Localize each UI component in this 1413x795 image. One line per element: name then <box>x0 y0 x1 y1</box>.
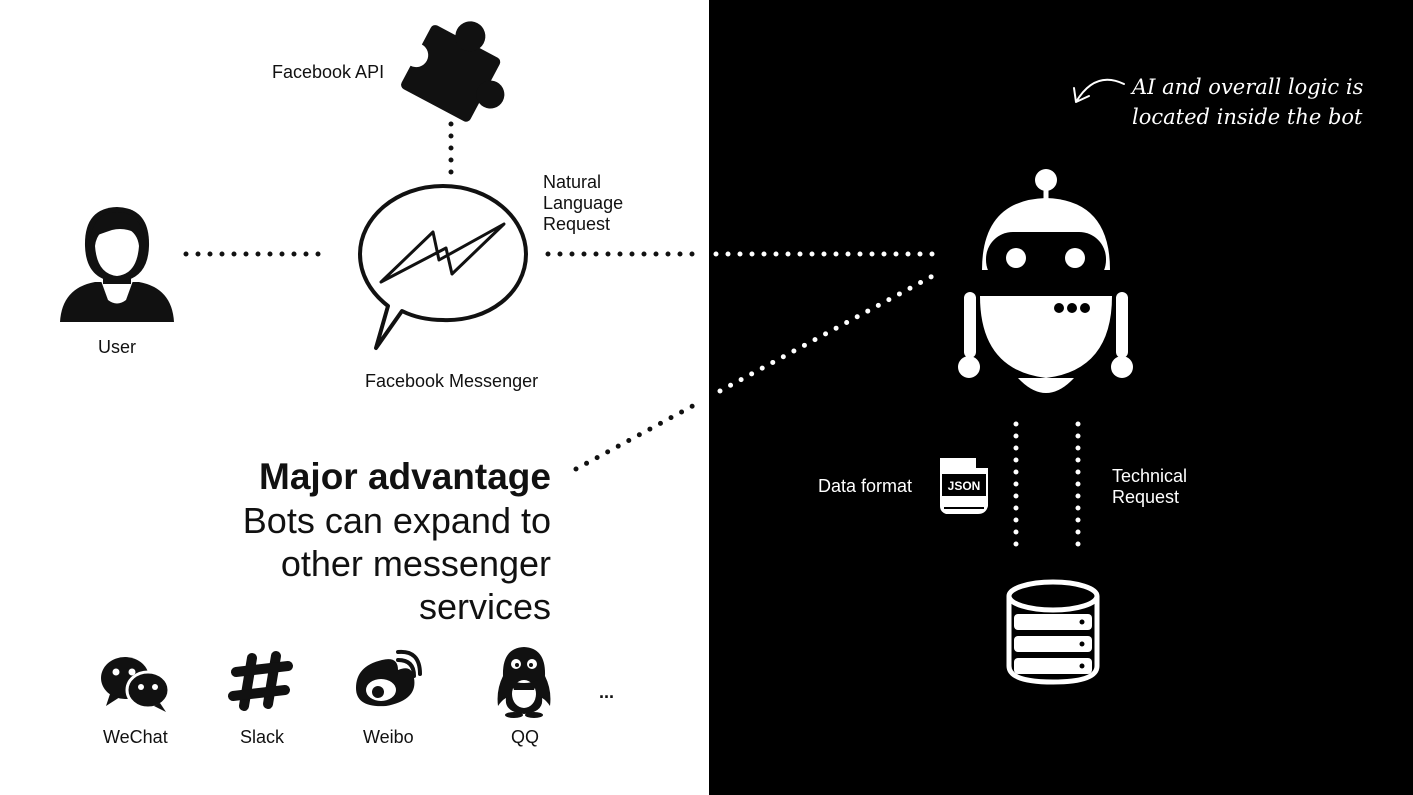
json-file-icon: JSON <box>940 458 988 514</box>
annotation-line-2: located inside the bot <box>1132 105 1363 129</box>
technical-request-label: Technical Request <box>1112 466 1188 507</box>
facebook-messenger-label: Facebook Messenger <box>365 371 539 391</box>
more-services-ellipsis: ... <box>599 682 615 702</box>
major-advantage-block: Major advantage Bots can expand to other… <box>243 455 551 628</box>
user-icon <box>60 207 174 322</box>
database-icon <box>1006 579 1100 685</box>
advantage-line: services <box>418 586 551 627</box>
data-format-label: Data format <box>818 476 913 496</box>
puzzle-icon <box>401 21 505 122</box>
service-label-qq: QQ <box>511 727 540 747</box>
messenger-icon <box>358 184 528 350</box>
ai-logic-annotation: AI and overall logic is located inside t… <box>1132 72 1363 132</box>
robot-icon <box>958 169 1133 393</box>
wechat-icon <box>101 657 171 712</box>
major-advantage-title: Major advantage <box>259 456 551 497</box>
connector-services-bot-left <box>573 399 703 472</box>
natural-language-request-label: Natural Language Request <box>543 172 624 234</box>
service-label-slack: Slack <box>240 727 285 747</box>
annotation-arrow-icon <box>1073 78 1125 103</box>
slack-icon <box>228 651 293 711</box>
advantage-line: other messenger <box>280 543 551 584</box>
qq-icon <box>497 647 551 718</box>
connectors <box>183 121 1081 553</box>
weibo-icon <box>356 649 422 707</box>
service-label-wechat: WeChat <box>103 727 168 747</box>
advantage-line: Bots can expand to <box>242 500 551 541</box>
json-badge-label: JSON <box>948 479 981 493</box>
connector-services-bot-right <box>717 269 943 394</box>
user-label: User <box>98 337 137 357</box>
service-label-weibo: Weibo <box>363 727 414 747</box>
facebook-api-label: Facebook API <box>272 62 385 82</box>
annotation-line-1: AI and overall logic is <box>1132 75 1364 99</box>
